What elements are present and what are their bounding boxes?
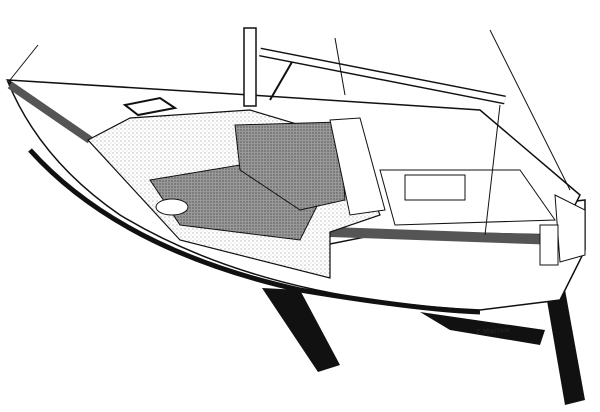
outboard-bracket: [539, 224, 559, 266]
cockpit-locker: [404, 174, 466, 201]
sheer-stripe-aft: [329, 227, 561, 245]
galley: [234, 121, 346, 211]
forward-hatch: [122, 96, 178, 117]
vang: [269, 61, 293, 101]
toilet: [155, 198, 189, 216]
companionway: [329, 117, 386, 216]
shroud: [334, 37, 346, 96]
boom-inner: [259, 49, 506, 103]
forestay: [9, 44, 39, 81]
hull-bottom-band: [28, 148, 481, 315]
keel: [262, 288, 340, 372]
backstay: [489, 29, 571, 191]
keel-shadow: [420, 312, 545, 345]
sheer-stripe: [7, 81, 93, 144]
mainsheet: [484, 104, 501, 236]
mast: [243, 27, 257, 107]
